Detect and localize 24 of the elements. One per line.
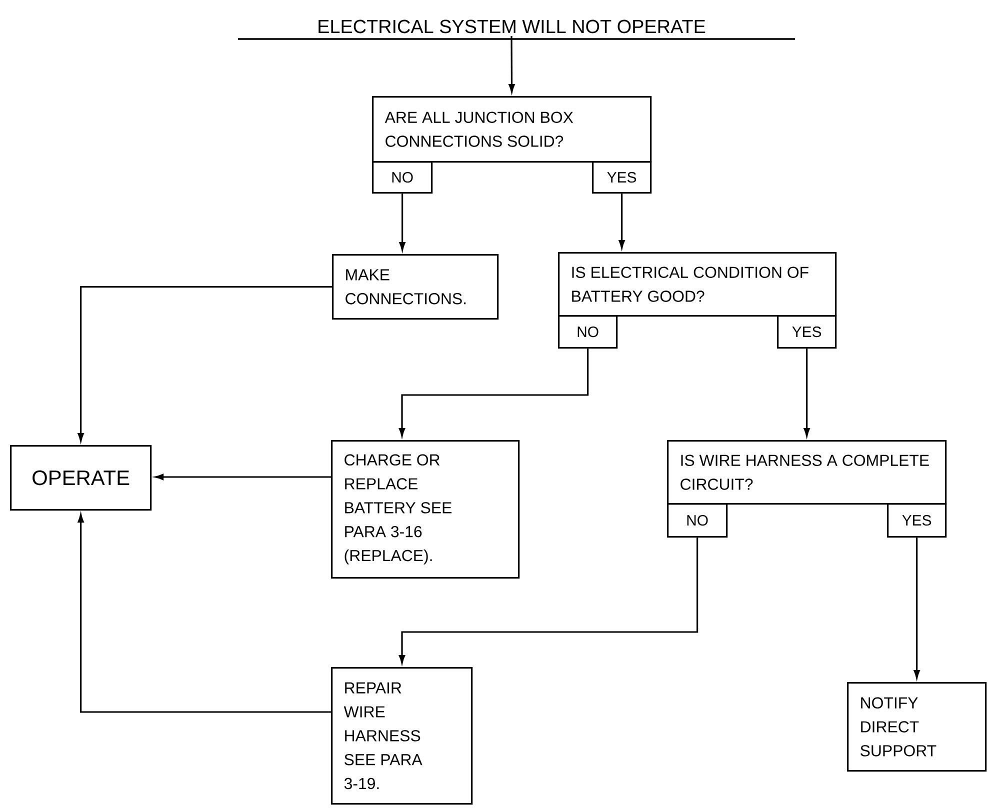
arrow [804, 348, 810, 437]
arrow [155, 474, 331, 480]
arrow [398, 348, 589, 437]
action-box: REPAIR WIRE HARNESS SEE PARA 3-19. [331, 667, 473, 805]
answer-tab: YES [592, 161, 652, 194]
action-box: CHARGE OR REPLACE BATTERY SEE PARA 3-16 (REPLACE). [331, 440, 520, 579]
heading: ELECTRICAL SYSTEM WILL NOT OPERATE [238, 20, 795, 40]
answer-tab: NO [558, 315, 618, 349]
question-box: ARE ALL JUNCTION BOX CONNECTIONS SOLID? [372, 96, 652, 163]
action-box: MAKE CONNECTIONS. [332, 254, 499, 320]
result-box: OPERATE [10, 445, 152, 511]
answer-tab: YES [887, 503, 947, 538]
arrow [398, 538, 698, 664]
answer-tab: NO [372, 161, 433, 194]
question-box: IS ELECTRICAL CONDITION OF BATTERY GOOD? [558, 252, 837, 317]
answer-tab: YES [777, 315, 837, 349]
arrow [508, 36, 515, 93]
action-box: NOTIFY DIRECT SUPPORT [847, 682, 987, 772]
arrow [914, 538, 920, 679]
question-box: IS WIRE HARNESS A COMPLETE CIRCUIT? [667, 440, 947, 505]
answer-tab: NO [667, 503, 728, 538]
arrow [618, 194, 625, 249]
arrow [399, 194, 406, 251]
arrow [78, 286, 332, 442]
